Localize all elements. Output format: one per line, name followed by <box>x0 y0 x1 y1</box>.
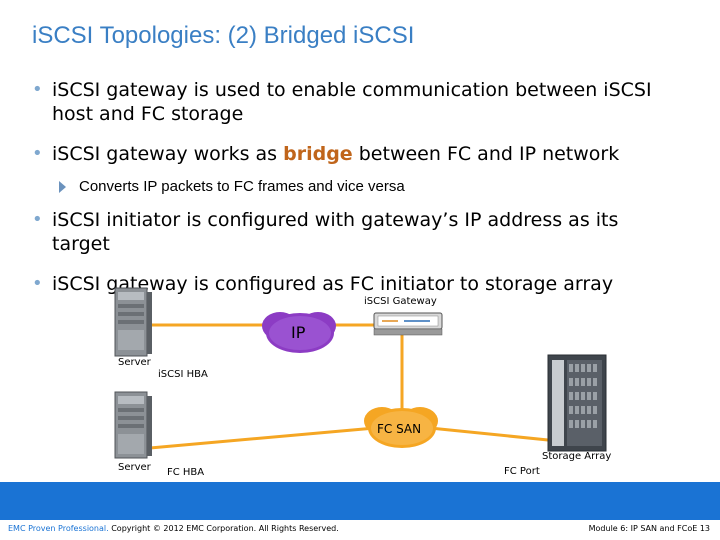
bullet-2-prefix: iSCSI gateway works as <box>52 143 284 165</box>
server-top-label: Server <box>118 357 151 368</box>
footer-copyright: EMC Proven Professional. Copyright © 201… <box>8 524 339 533</box>
bullet-2-text: iSCSI gateway works as bridge between FC… <box>52 142 619 166</box>
server-bottom-label: Server <box>118 462 151 473</box>
storage-array-icon <box>547 354 607 452</box>
fc-port-label: FC Port <box>504 466 540 477</box>
sub-bullet-text: Converts IP packets to FC frames and vic… <box>79 178 405 195</box>
bullet-2-suffix: between FC and IP network <box>352 143 620 165</box>
bullet-1-line1: iSCSI gateway is used to enable communic… <box>52 79 652 101</box>
bridge-highlight: bridge <box>283 143 353 165</box>
server-icon <box>114 391 152 459</box>
footer-copyright-text: Copyright © 2012 EMC Corporation. All Ri… <box>108 524 339 533</box>
footer-bar <box>0 482 720 520</box>
server-icon <box>114 287 152 357</box>
iscsi-hba-label: iSCSI HBA <box>158 369 208 380</box>
link-server-fcsan <box>149 426 376 450</box>
gateway-switch-icon <box>373 312 443 336</box>
bullet-dot-icon: • <box>32 143 43 164</box>
link-fcsan-storage <box>429 426 549 442</box>
storage-array-label: Storage Array <box>542 451 612 462</box>
cloud-icon <box>262 312 336 353</box>
bullet-4-line1: iSCSI gateway is configured as FC initia… <box>52 273 614 295</box>
cloud-icon <box>364 407 438 448</box>
bullet-1-line2: host and FC storage <box>52 103 244 125</box>
bullet-dot-icon: • <box>32 79 43 100</box>
footer-page-info: Module 6: IP SAN and FCoE 13 <box>588 524 710 533</box>
gateway-label: iSCSI Gateway <box>364 296 437 307</box>
bullet-dot-icon: • <box>32 209 43 230</box>
fc-san-label: FC SAN <box>377 422 422 436</box>
fc-hba-label: FC HBA <box>167 467 205 478</box>
bullet-3-line2: target <box>52 233 110 255</box>
bullet-3-line1: iSCSI initiator is configured with gatew… <box>52 209 619 231</box>
ip-cloud-label: IP <box>291 323 306 342</box>
triangle-arrow-icon <box>59 181 66 193</box>
footer-brand: EMC Proven Professional. <box>8 524 109 533</box>
slide-title: iSCSI Topologies: (2) Bridged iSCSI <box>32 22 415 49</box>
bullet-dot-icon: • <box>32 273 43 294</box>
